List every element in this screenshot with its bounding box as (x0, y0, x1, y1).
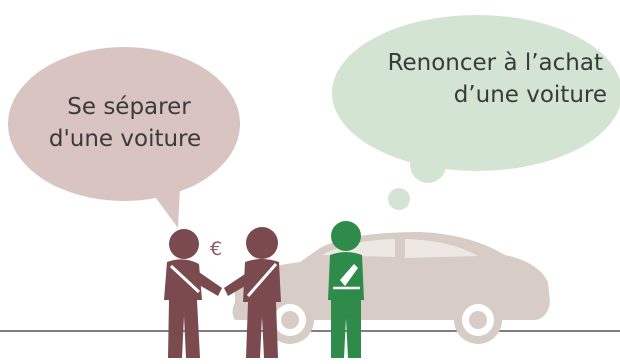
thinking-person (328, 221, 364, 358)
right-bubble-line2: d’une voiture (453, 82, 607, 108)
euro-symbol: € (210, 238, 223, 260)
right-thought-bubble (332, 15, 620, 210)
left-bubble-line2: d'une voiture (48, 126, 202, 152)
seller-person (164, 229, 222, 358)
right-bubble-text: Renoncer à l’achat d’une voiture (345, 47, 615, 111)
left-speech-bubble (8, 47, 240, 228)
left-bubble-text: Se séparer d'une voiture (0, 91, 250, 155)
right-bubble-line1: Renoncer à l’achat (387, 50, 603, 76)
buyer-person (224, 227, 281, 358)
left-bubble-line1: Se séparer (67, 94, 191, 120)
car (232, 232, 550, 344)
